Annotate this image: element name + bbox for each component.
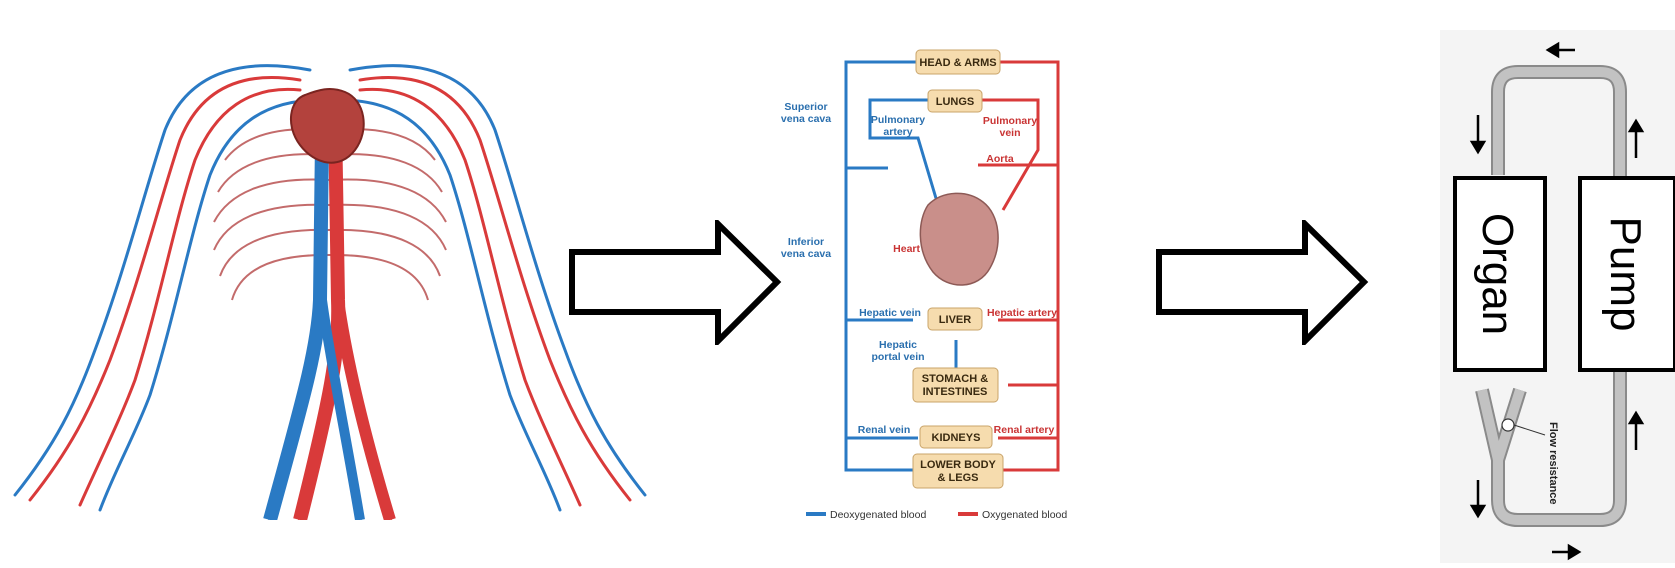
box-head-arms [915,49,1001,75]
box-liver-label: LIVER [939,314,971,326]
flow-resistance-leader [1513,424,1546,436]
box-stomach-label-2: INTESTINES [923,386,988,398]
anatomy-svg [13,64,647,561]
label-hepatic-artery: Hepatic artery [987,307,1057,319]
label-hepatic-portal-2: portal vein [871,351,924,363]
circulation-diagram: HEAD & ARMS LUNGS LIVER STOMACH & INTEST… [778,40,1098,540]
box-head-arms-label: HEAD & ARMS [919,57,996,69]
pump-label: Pump [1601,217,1650,332]
label-pulm-artery-2: artery [883,126,912,138]
right-arrow-icon [569,220,782,345]
arrow-up-icon [1627,118,1645,133]
label-pulm-artery-1: Pulmonary [871,114,925,126]
label-inferior-1: Inferior [788,236,824,248]
arrow-down-icon [1469,140,1487,155]
arrow-down-icon [1469,504,1487,519]
pump-box [1578,176,1675,372]
heart-icon [919,192,999,286]
iliac-vein [317,299,365,521]
label-superior-1: Superior [784,101,827,113]
box-kidneys [919,425,993,449]
box-stomach [912,367,999,403]
deoxygenated-paths [844,60,958,472]
label-renal-artery: Renal artery [994,424,1055,436]
arrow-right-icon [1567,543,1582,561]
legend-deoxygenated: Deoxygenated blood [830,509,926,521]
flow-resistance-valve-icon [1501,418,1515,432]
label-renal-vein: Renal vein [858,424,911,436]
circulation-svg: HEAD & ARMS LUNGS LIVER STOMACH & INTEST… [781,49,1067,521]
oxygenated-paths [976,60,1060,472]
box-liver [927,307,983,331]
circuit-svg: Flow resistance Organ Pump [1440,30,1675,563]
tube-top-inner [1493,67,1625,180]
label-hepatic-portal-1: Hepatic [879,339,917,351]
iliac-artery [332,299,396,522]
organ-label: Organ [1473,213,1522,335]
arrow-left-icon [1545,41,1560,59]
circuit-model: Flow resistance Organ Pump [1440,30,1675,563]
arm-veins [13,64,647,512]
box-lower-body-label-2: & LEGS [938,472,979,484]
label-pulm-vein-2: vein [999,127,1020,139]
flow-resistance-label: Flow resistance [1547,422,1559,505]
label-superior-2: vena cava [781,113,831,125]
heart-icon [289,87,365,164]
box-lungs [927,89,983,113]
right-arrow-icon [1156,220,1369,345]
box-lower-body [912,453,1004,489]
arrow-up-icon [1627,410,1645,425]
label-heart: Heart [893,243,920,255]
legend-oxygenated: Oxygenated blood [982,509,1067,521]
box-lungs-label: LUNGS [936,96,975,108]
anatomy-illustration [0,0,660,561]
label-aorta: Aorta [986,153,1014,165]
flow-arrows [1469,41,1645,561]
label-pulm-vein-1: Pulmonary [983,115,1037,127]
label-inferior-2: vena cava [781,248,831,260]
label-hepatic-vein: Hepatic vein [859,307,921,319]
box-stomach-label-1: STOMACH & [922,373,988,385]
arm-arteries [28,76,632,507]
box-lower-body-label-1: LOWER BODY [920,459,996,471]
organ-box [1453,176,1547,372]
box-kidneys-label: KIDNEYS [932,432,981,444]
